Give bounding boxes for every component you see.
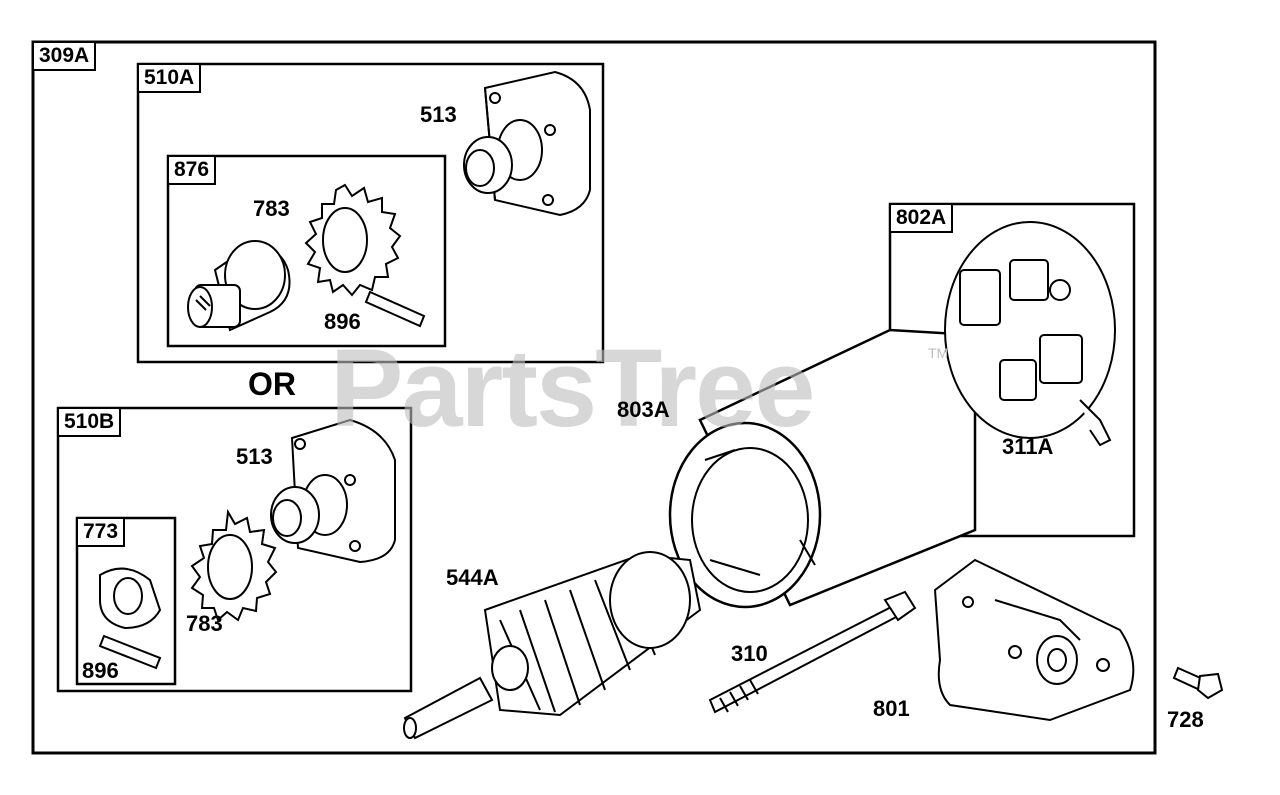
frame-510b [56, 406, 413, 693]
frame-773 [75, 516, 177, 686]
drive-housing-513-mid-icon [270, 418, 396, 564]
label-876: 876 [169, 157, 217, 185]
label-773: 773 [78, 519, 126, 547]
motor-frame-803a-icon [668, 328, 977, 609]
pin-896-mid-icon [98, 634, 162, 670]
part-label-513-top: 513 [420, 102, 457, 127]
clutch-876-icon [187, 240, 291, 332]
part-label-544a: 544A [446, 565, 499, 590]
screw-728-icon [1172, 666, 1224, 700]
pin-896-top-icon [364, 290, 426, 328]
label-510b: 510B [59, 409, 122, 437]
label-309a: 309A [34, 43, 97, 71]
frame-510a [136, 62, 605, 364]
frame-309a [31, 40, 1157, 755]
armature-544a-icon [403, 551, 702, 740]
part-label-896-mid: 896 [82, 658, 119, 683]
gear-783-mid-icon [190, 508, 278, 622]
part-label-803a: 803A [617, 397, 670, 422]
part-label-801: 801 [873, 696, 910, 721]
part-label-783-top: 783 [253, 196, 290, 221]
brush-plate-802a-icon [944, 221, 1116, 447]
through-bolt-310-icon [708, 590, 917, 714]
gear-783-top-icon [304, 183, 402, 297]
bracket-801-icon [933, 558, 1135, 722]
part-label-896-top: 896 [324, 309, 361, 334]
part-label-311a: 311A [1002, 434, 1054, 459]
part-label-783-mid: 783 [186, 611, 223, 636]
label-510a: 510A [139, 65, 202, 93]
or-label: OR [248, 366, 296, 402]
part-label-513-mid: 513 [236, 444, 273, 469]
frame-876 [166, 154, 447, 348]
retainer-773-icon [99, 567, 162, 630]
watermark-tm: TM [928, 345, 949, 361]
watermark: PartsTree [330, 327, 815, 450]
drive-housing-513-top-icon [463, 70, 591, 217]
part-label-310: 310 [731, 641, 768, 666]
part-label-728: 728 [1167, 707, 1204, 732]
label-802a: 802A [891, 205, 954, 233]
